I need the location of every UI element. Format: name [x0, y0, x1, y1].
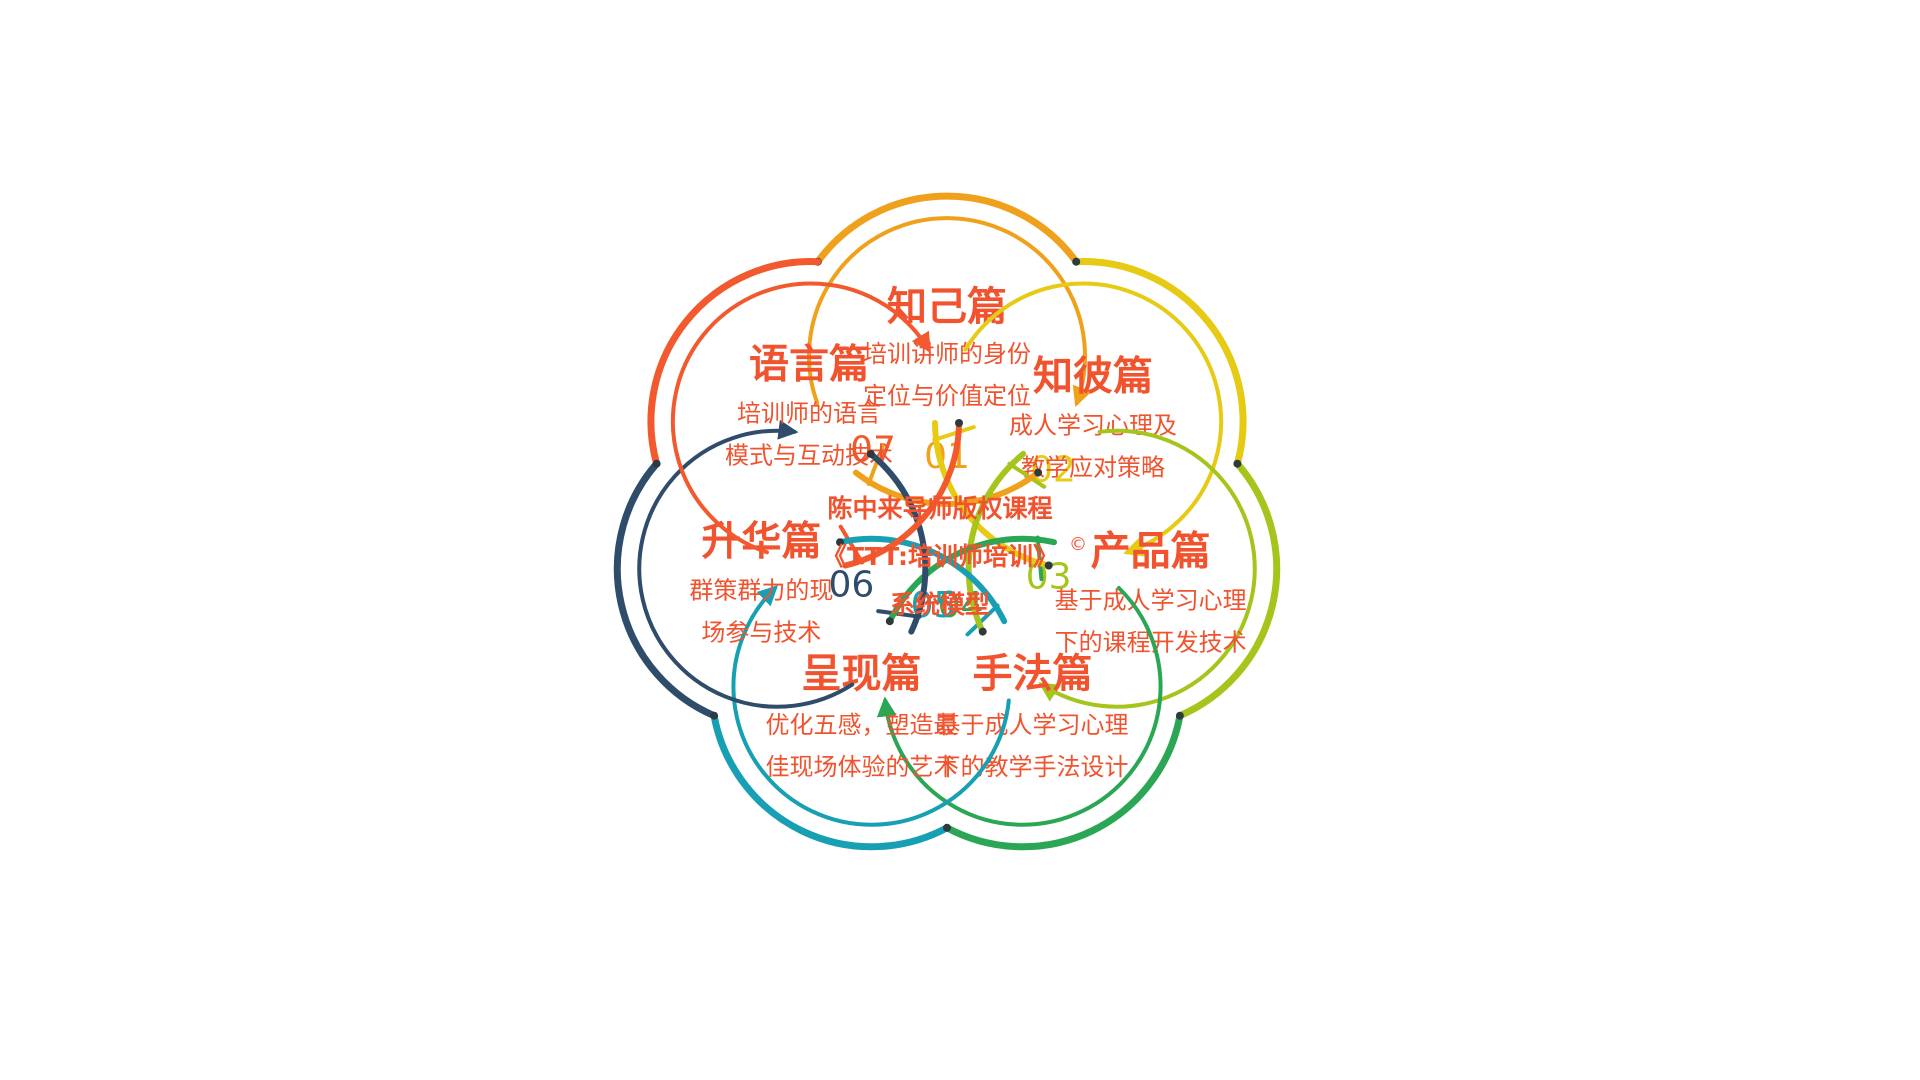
- petal-inner-arrow-arc: [670, 281, 931, 555]
- copyright-symbol: ©: [1069, 534, 1087, 555]
- center-ring-arc: [842, 420, 962, 569]
- center-ring-arc: [867, 450, 929, 635]
- center-ring-arc: [965, 450, 1027, 635]
- petal-connector-line: [876, 609, 922, 619]
- petal-desc-line: 基于成人学习心理: [937, 711, 1129, 739]
- petal-desc-line: 模式与互动技术: [725, 442, 893, 470]
- petal-outer-arc: [943, 712, 1184, 851]
- ring-dot: [866, 449, 875, 458]
- petal-number: 06: [828, 565, 874, 606]
- cusp-dot: [1072, 257, 1081, 266]
- petal-desc-line: 优化五感，塑造最: [766, 711, 958, 739]
- petal-inner-arrow-arc: [807, 216, 1092, 407]
- petal-connector-line: [838, 524, 865, 565]
- center-line-3: 系统模型: [890, 590, 990, 619]
- petal-desc-line: 培训师的语言: [737, 400, 881, 428]
- center-ring-arc: [837, 535, 1008, 625]
- petal-title: 语言篇: [749, 342, 869, 388]
- cusp-dot: [1233, 459, 1242, 468]
- petal-outer-arc: [1072, 258, 1247, 468]
- center-ring-arc: [852, 469, 1042, 507]
- petal-outer-arc: [710, 712, 951, 851]
- petal-inner-arrow-arc: [731, 585, 1011, 827]
- cusp-dot: [710, 711, 719, 720]
- center-ring-arc: [932, 420, 1052, 569]
- petal-title: 呈现篇: [802, 651, 922, 697]
- petal-inner-arrow-arc: [876, 586, 1163, 827]
- petal-desc-line: 下的教学手法设计: [937, 753, 1129, 781]
- petal-desc-line: 定位与价值定位: [863, 382, 1031, 410]
- ring-dot: [836, 538, 844, 547]
- ring-dot: [955, 419, 963, 427]
- petal-connector-line: [932, 425, 976, 442]
- cusp-dot: [652, 459, 661, 468]
- petal-inner-arrow-arc: [963, 281, 1224, 557]
- ring-dot: [1044, 561, 1053, 570]
- petal-outer-arc: [647, 258, 822, 468]
- ring-dot: [978, 627, 987, 636]
- petal-connector-line: [1035, 535, 1044, 582]
- petals-group: 01知己篇培训讲师的身份定位与价值定位02知彼篇成人学习心理及教学应对策略03产…: [613, 192, 1281, 851]
- cusp-dot: [943, 823, 951, 832]
- petal-connector-line: [866, 442, 886, 486]
- petal-title: 产品篇: [1091, 529, 1211, 575]
- petal-outer-arc: [1176, 460, 1281, 720]
- petal-desc-line: 佳现场体验的艺术: [766, 753, 958, 781]
- center-line-2: 《TTT:培训师培训》: [822, 542, 1058, 571]
- petal-desc-line: 场参与技术: [701, 619, 821, 647]
- petal-inner-arrow-arc: [637, 419, 855, 709]
- petal-inner-arrow-arc: [1038, 428, 1257, 709]
- ring-dot: [1034, 468, 1043, 477]
- petal-desc-line: 群策群力的现: [689, 577, 833, 605]
- center-line-1: 陈中来导师版权课程: [827, 494, 1052, 523]
- petal-outer-arc: [814, 192, 1080, 266]
- petal-desc-line: 教学应对策略: [1021, 454, 1165, 482]
- center-label: 陈中来导师版权课程 《TTT:培训师培训》 © 系统模型: [822, 494, 1087, 619]
- cusp-dot: [1175, 711, 1184, 720]
- ring-dot: [885, 617, 894, 626]
- center-ring-arc: [886, 535, 1057, 625]
- petal-desc-line: 培训讲师的身份: [863, 340, 1031, 368]
- petal-number: 07: [850, 430, 896, 471]
- petal-outer-arc: [613, 460, 718, 720]
- petal-number: 01: [924, 436, 970, 477]
- petal-title: 知彼篇: [1033, 354, 1153, 400]
- petal-connector-line: [965, 603, 1000, 637]
- petal-title: 手法篇: [973, 651, 1093, 697]
- petal-connector-line: [1007, 461, 1047, 489]
- petal-desc-line: 基于成人学习心理: [1055, 587, 1247, 615]
